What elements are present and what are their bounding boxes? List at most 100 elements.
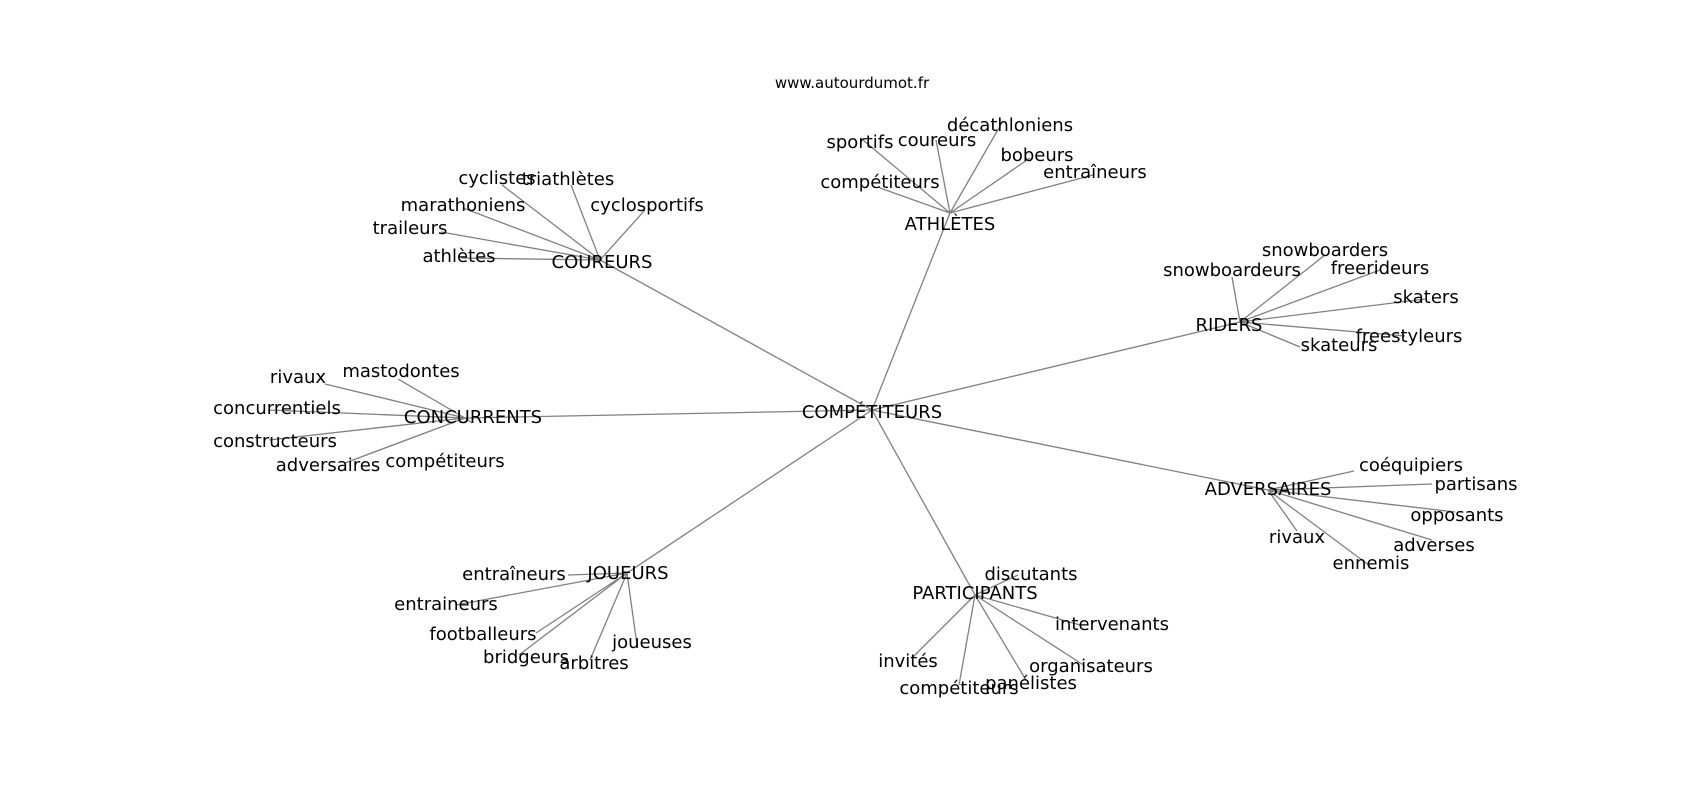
word-node-label: coéquipiers [1359,455,1463,476]
edge-group-to-word [1267,489,1433,541]
edge-center-to-group [871,212,951,411]
word-node-label: adversaires [276,455,380,476]
word-node-label: compétiteurs [820,172,939,193]
edge-group-to-word [440,231,601,261]
edge-group-to-word [1267,470,1355,491]
word-node-label: concurrentiels [213,398,341,419]
word-node-label: cyclosportifs [590,195,703,216]
group-node-label: JOUEURS [586,563,668,584]
word-node-label: entraineurs [394,594,498,615]
edge-group-to-word [974,574,1019,596]
word-node-label: rivaux [270,367,326,388]
edge-group-to-word [974,594,1027,681]
edge-group-to-word [974,594,1081,626]
word-node-label: footballeurs [429,624,536,645]
word-node-label: mastodontes [342,361,459,382]
edge-group-to-word [949,157,1031,214]
edge-group-to-word [1239,254,1326,323]
edge-group-to-word [344,417,466,464]
word-node-label: discutants [984,564,1077,585]
edge-group-to-word [535,572,628,634]
word-node-label: décathloniens [947,115,1073,136]
word-node-label: ennemis [1333,553,1410,574]
edge-center-to-group [871,409,976,596]
edge-group-to-word [599,209,646,261]
word-node-label: triathlètes [522,169,615,190]
edge-group-to-word [879,187,951,214]
word-node-label: snowboardeurs [1163,260,1301,281]
word-node-label: marathoniens [401,195,526,216]
edge-group-to-word [911,594,976,659]
word-node-label: compétiteurs [385,451,504,472]
edge-group-to-word [1267,489,1371,567]
center-node-label: COMPÉTITEURS [802,401,942,423]
group-node-label: CONCURRENTS [404,407,542,428]
edge-group-to-word [626,572,638,646]
edge-group-to-word [1267,489,1298,532]
edge-group-to-word [460,257,601,261]
edge-group-to-word [974,594,1086,667]
word-node-label: partisans [1434,474,1517,495]
word-node-label: intervenants [1055,614,1169,635]
word-node-label: coureurs [898,130,977,151]
edge-center-to-group [599,259,873,411]
word-node-label: opposants [1410,505,1503,526]
word-node-label: adverses [1393,535,1474,556]
edge-group-to-word [324,383,466,419]
edge-center-to-group [871,409,1269,491]
word-node-label: compétiteurs [899,678,1018,699]
word-node-label: athlètes [422,246,495,267]
edge-group-to-word [589,572,628,661]
word-node-label: bridgeurs [483,647,569,668]
word-node-label: bobeurs [1000,145,1073,166]
edge-group-to-word [518,572,628,656]
word-node-label: cyclistes [458,168,535,189]
word-node-label: traileurs [373,218,448,239]
word-node-label: invités [878,651,938,672]
edge-group-to-word [268,409,466,419]
edge-group-to-word [268,417,466,441]
word-node-label: sportifs [827,132,894,153]
word-node-label: freestyleurs [1356,326,1463,347]
edge-group-to-word [958,594,976,686]
word-node-label: entraîneurs [462,564,566,585]
graph-edges [268,120,1456,686]
edge-group-to-word [397,378,466,419]
edge-center-to-group [626,409,873,574]
word-node-label: panélistes [985,673,1077,694]
edge-group-to-word [1267,489,1456,513]
word-node-label: skaters [1393,287,1458,308]
edge-group-to-word [862,139,951,214]
word-node-label: organisateurs [1029,656,1153,677]
graph-labels: www.autourdumot.fr COMPÉTITEURS ATHLÈTES s… [213,74,1517,699]
word-node-label: joueuses [611,632,692,653]
edge-group-to-word [570,184,601,261]
word-node-label: entraîneurs [1043,162,1147,183]
group-node-label: PARTICIPANTS [912,583,1037,604]
source-url: www.autourdumot.fr [775,74,930,92]
group-node-label: ADVERSAIRES [1205,479,1332,500]
edge-group-to-word [501,184,601,261]
edge-center-to-group [871,321,1241,411]
group-node-label: ATHLÈTES [905,213,996,235]
edge-group-to-word [949,120,1004,214]
edge-group-to-word [464,417,473,424]
word-node-label: skateurs [1301,335,1378,356]
edge-group-to-word [1239,298,1426,323]
edge-group-to-word [455,572,628,606]
edge-group-to-word [949,174,1094,214]
edge-group-to-word [1239,269,1381,323]
edge-group-to-word [1239,321,1301,348]
edge-group-to-word [935,139,951,214]
edge-group-to-word [1239,321,1406,337]
edge-group-to-word [567,572,628,576]
word-node-label: freerideurs [1331,258,1430,279]
edge-group-to-word [1267,483,1433,491]
edge-group-to-word [1231,276,1241,323]
word-node-label: snowboarders [1262,240,1388,261]
group-node-label: COUREURS [552,252,653,273]
edge-center-to-group [464,409,873,419]
edge-group-to-word [462,207,601,261]
